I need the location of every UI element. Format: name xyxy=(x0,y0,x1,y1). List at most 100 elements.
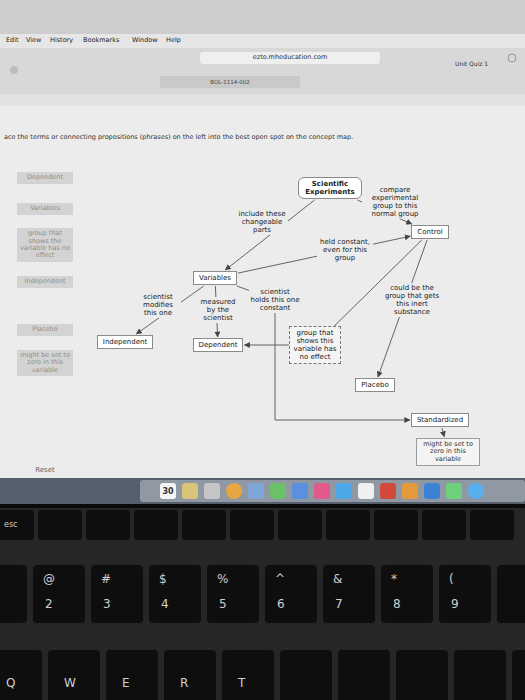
menu-item: Edit xyxy=(6,37,19,44)
node-text: might be set to zero in this variable xyxy=(420,441,476,463)
key-label: R xyxy=(180,677,188,691)
term-tile: Independent xyxy=(17,276,73,287)
concept-box: Independent xyxy=(97,335,153,349)
concept-box: Variables xyxy=(193,271,237,285)
dock-icon xyxy=(226,483,242,499)
reset-button: Reset xyxy=(35,466,55,474)
term-tile: Dependent xyxy=(17,172,73,183)
key xyxy=(0,510,34,540)
node-text: Placebo xyxy=(19,326,71,333)
key-label: 7 xyxy=(335,598,343,612)
dock-icon xyxy=(314,483,330,499)
key xyxy=(0,650,42,700)
node-text: Standardized xyxy=(417,416,463,424)
key xyxy=(338,650,390,700)
dock-icon xyxy=(248,483,264,499)
menu-item: Bookmarks xyxy=(83,37,119,44)
key-label: % xyxy=(217,573,228,587)
linking-phrase-box: group that shows this variable has no ef… xyxy=(289,326,341,364)
key xyxy=(396,650,448,700)
key xyxy=(326,510,370,540)
linking-phrase: scientist holds this one constant xyxy=(249,287,301,313)
key xyxy=(454,650,506,700)
key xyxy=(33,565,85,623)
linking-phrase: held constant, even for this group xyxy=(317,237,373,263)
key xyxy=(230,510,274,540)
key xyxy=(422,510,466,540)
key-label: W xyxy=(64,677,76,691)
connector-arrow xyxy=(442,428,444,437)
node-text: group that shows the variable has no eff… xyxy=(19,230,71,260)
node-text: Scientific Experiments xyxy=(302,180,358,196)
dock-icon xyxy=(424,483,440,499)
dock-icon xyxy=(358,483,374,499)
node-text: Variables xyxy=(199,274,231,282)
key-label: & xyxy=(333,573,342,587)
key-label: E xyxy=(122,677,130,691)
term-tile: Placebo xyxy=(17,324,73,335)
screen-bezel xyxy=(0,504,525,508)
key xyxy=(164,650,216,700)
linking-phrase: include these changeable parts xyxy=(236,209,288,235)
page-header-band xyxy=(0,94,525,106)
letter-keys xyxy=(0,650,525,700)
linking-phrase: compare experimental group to this norma… xyxy=(362,185,428,219)
concept-box: Scientific Experiments xyxy=(298,177,362,199)
dock-icon xyxy=(402,483,418,499)
key-label: ^ xyxy=(275,573,285,587)
term-tile: might be set to zero in this variable xyxy=(17,350,73,376)
calendar-icon xyxy=(160,483,176,499)
key xyxy=(149,565,201,623)
key xyxy=(0,565,27,623)
key xyxy=(182,510,226,540)
key xyxy=(207,565,259,623)
key xyxy=(134,510,178,540)
key-label: $ xyxy=(159,573,167,587)
key-label: 2 xyxy=(45,598,53,612)
key xyxy=(86,510,130,540)
menu-item: View xyxy=(26,37,41,44)
calendar-date: 30 xyxy=(162,487,173,496)
key xyxy=(91,565,143,623)
menu-bar xyxy=(0,34,525,48)
url-field xyxy=(200,52,380,64)
node-text: Control xyxy=(417,228,442,236)
key xyxy=(497,565,525,623)
key-label: 5 xyxy=(219,598,227,612)
dock-icon xyxy=(204,483,220,499)
key xyxy=(439,565,491,623)
key-label: 6 xyxy=(277,598,285,612)
key xyxy=(106,650,158,700)
browser-toolbar xyxy=(0,48,525,94)
term-tile: Variables xyxy=(17,203,73,214)
reload-icon xyxy=(508,54,516,62)
number-keys xyxy=(0,565,525,623)
menu-item: Help xyxy=(166,37,181,44)
dock-icon xyxy=(182,483,198,499)
key-label: 3 xyxy=(103,598,111,612)
node-text: might be set to zero in this variable xyxy=(19,352,71,374)
linking-phrase: measured by the scientist xyxy=(195,297,241,323)
menu-item: History xyxy=(50,37,73,44)
page-ground xyxy=(0,94,525,478)
key xyxy=(265,565,317,623)
key xyxy=(381,565,433,623)
key xyxy=(278,510,322,540)
key-label: 9 xyxy=(451,598,459,612)
phrase-box: might be set to zero in this variable xyxy=(416,438,480,466)
concept-box: Standardized xyxy=(411,413,469,427)
linking-phrase: scientist modifies this one xyxy=(135,292,181,318)
key xyxy=(470,510,514,540)
toolbar-icon xyxy=(10,66,18,74)
key-label: @ xyxy=(43,573,55,587)
instruction-text: ace the terms or connecting propositions… xyxy=(4,134,353,141)
node-text: Variables xyxy=(19,205,71,212)
node-text: Dependent xyxy=(199,341,238,349)
node-text: Independent xyxy=(19,278,71,285)
dock-icon xyxy=(468,483,484,499)
key-label: T xyxy=(238,677,245,691)
tab-title: BOL-1114-002 xyxy=(210,79,249,85)
key xyxy=(38,510,82,540)
function-keys xyxy=(0,510,514,540)
